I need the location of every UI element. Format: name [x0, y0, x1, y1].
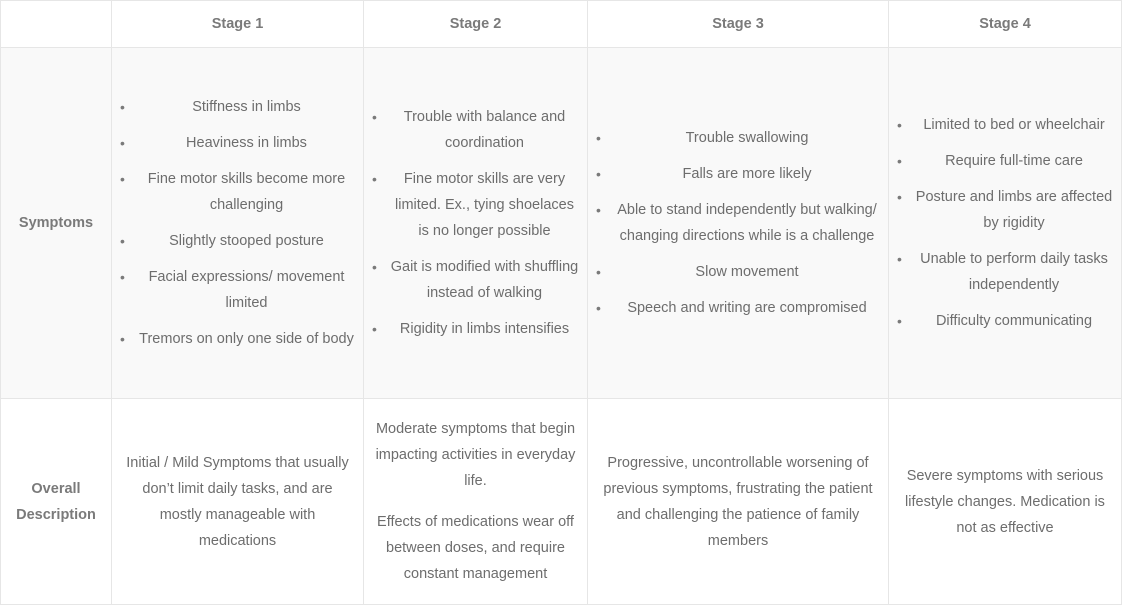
- symptom-text: Heaviness in limbs: [186, 135, 307, 151]
- header-corner: [0, 0, 112, 48]
- header-stage-4: Stage 4: [888, 0, 1122, 48]
- symptoms-row-label: Symptoms: [0, 47, 112, 399]
- header-row: Stage 1 Stage 2 Stage 3 Stage 4: [0, 0, 1122, 48]
- symptom-list: • Trouble with balance and coordination • F…: [372, 104, 579, 342]
- symptom-text: Unable to perform daily tasks independen…: [920, 251, 1108, 293]
- overall-stage-3: Progressive, uncontrollable worsening of…: [587, 398, 889, 605]
- header-stage-3: Stage 3: [587, 0, 889, 48]
- symptom-item: • Rigidity in limbs intensifies: [372, 316, 579, 342]
- symptom-item: • Facial expressions/ movement limited: [120, 264, 355, 316]
- description-text: Severe symptoms with serious lifestyle c…: [905, 467, 1105, 536]
- symptom-list: • Limited to bed or wheelchair • Require fu…: [897, 112, 1113, 334]
- overall-stage-4: Severe symptoms with serious lifestyle c…: [888, 398, 1122, 605]
- symptom-item: • Gait is modified with shuffling instead…: [372, 254, 579, 306]
- symptoms-stage-4: • Limited to bed or wheelchair • Require fu…: [888, 47, 1122, 399]
- bullet-icon: •: [120, 171, 125, 187]
- symptom-text: Facial expressions/ movement limited: [148, 269, 345, 311]
- symptom-text: Falls are more likely: [682, 166, 812, 182]
- bullet-icon: •: [897, 313, 902, 329]
- bullet-icon: •: [596, 166, 601, 182]
- symptom-item: • Trouble swallowing: [596, 125, 880, 151]
- symptom-item: • Heaviness in limbs: [120, 130, 355, 156]
- symptom-item: • Require full-time care: [897, 148, 1113, 174]
- bullet-icon: •: [596, 130, 601, 146]
- symptom-item: • Fine motor skills become more challengi…: [120, 166, 355, 218]
- bullet-icon: •: [897, 189, 902, 205]
- symptom-list: • Trouble swallowing • Falls are more likel…: [596, 125, 880, 321]
- description-text: Initial / Mild Symptoms that usually don…: [126, 454, 349, 549]
- overall-description-row: Overall Description Initial / Mild Sympt…: [0, 398, 1122, 605]
- symptom-item: • Slightly stooped posture: [120, 228, 355, 254]
- symptom-item: • Able to stand independently but walking…: [596, 197, 880, 249]
- symptom-item: • Posture and limbs are affected by rigid…: [897, 184, 1113, 236]
- bullet-icon: •: [897, 153, 902, 169]
- symptom-item: • Unable to perform daily tasks independe…: [897, 246, 1113, 298]
- description-text: Effects of medications wear off between …: [377, 514, 574, 582]
- bullet-icon: •: [596, 300, 601, 316]
- bullet-icon: •: [372, 321, 377, 337]
- description-text: Progressive, uncontrollable worsening of…: [603, 454, 873, 549]
- bullet-icon: •: [120, 233, 125, 249]
- symptom-item: • Stiffness in limbs: [120, 94, 355, 120]
- bullet-icon: •: [596, 264, 601, 280]
- symptom-text: Speech and writing are compromised: [627, 300, 867, 316]
- symptom-list: • Stiffness in limbs • Heaviness in limbs • F…: [120, 94, 355, 352]
- overall-description-row-label: Overall Description: [0, 398, 112, 605]
- bullet-icon: •: [897, 117, 902, 133]
- bullet-icon: •: [372, 171, 377, 187]
- symptom-text: Able to stand independently but walking/…: [617, 202, 877, 244]
- symptom-text: Gait is modified with shuffling instead …: [390, 259, 579, 301]
- symptom-item: • Limited to bed or wheelchair: [897, 112, 1113, 138]
- symptom-item: • Tremors on only one side of body: [120, 326, 355, 352]
- symptoms-stage-2: • Trouble with balance and coordination • F…: [363, 47, 588, 399]
- symptom-text: Rigidity in limbs intensifies: [399, 321, 570, 337]
- symptom-text: Posture and limbs are affected by rigidi…: [915, 189, 1113, 231]
- symptom-item: • Difficulty communicating: [897, 308, 1113, 334]
- bullet-icon: •: [372, 109, 377, 125]
- header-stage-1: Stage 1: [111, 0, 364, 48]
- symptom-text: Stiffness in limbs: [192, 99, 301, 115]
- symptom-text: Slightly stooped posture: [169, 233, 324, 249]
- symptom-text: Tremors on only one side of body: [139, 331, 354, 347]
- header-stage-2: Stage 2: [363, 0, 588, 48]
- symptom-item: • Fine motor skills are very limited. Ex.…: [372, 166, 579, 244]
- symptom-text: Fine motor skills become more challengin…: [147, 171, 346, 213]
- bullet-icon: •: [120, 135, 125, 151]
- symptoms-stage-3: • Trouble swallowing • Falls are more likel…: [587, 47, 889, 399]
- symptom-item: • Falls are more likely: [596, 161, 880, 187]
- description-text: Moderate symptoms that begin impacting a…: [375, 421, 576, 489]
- symptom-item: • Speech and writing are compromised: [596, 295, 880, 321]
- symptom-text: Difficulty communicating: [935, 313, 1093, 329]
- symptom-item: • Trouble with balance and coordination: [372, 104, 579, 156]
- bullet-icon: •: [120, 99, 125, 115]
- bullet-icon: •: [897, 251, 902, 267]
- bullet-icon: •: [372, 259, 377, 275]
- symptoms-row: Symptoms • Stiffness in limbs • Heaviness i…: [0, 47, 1122, 399]
- bullet-icon: •: [120, 269, 125, 285]
- symptoms-stage-1: • Stiffness in limbs • Heaviness in limbs • F…: [111, 47, 364, 399]
- symptom-text: Limited to bed or wheelchair: [923, 117, 1105, 133]
- symptom-item: • Slow movement: [596, 259, 880, 285]
- overall-stage-1: Initial / Mild Symptoms that usually don…: [111, 398, 364, 605]
- symptom-text: Require full-time care: [945, 153, 1083, 169]
- overall-stage-2: Moderate symptoms that begin impacting a…: [363, 398, 588, 605]
- symptom-text: Fine motor skills are very limited. Ex.,…: [395, 171, 574, 239]
- symptom-text: Trouble swallowing: [685, 130, 809, 146]
- symptom-text: Trouble with balance and coordination: [403, 109, 566, 151]
- bullet-icon: •: [596, 202, 601, 218]
- bullet-icon: •: [120, 331, 125, 347]
- symptom-text: Slow movement: [695, 264, 799, 280]
